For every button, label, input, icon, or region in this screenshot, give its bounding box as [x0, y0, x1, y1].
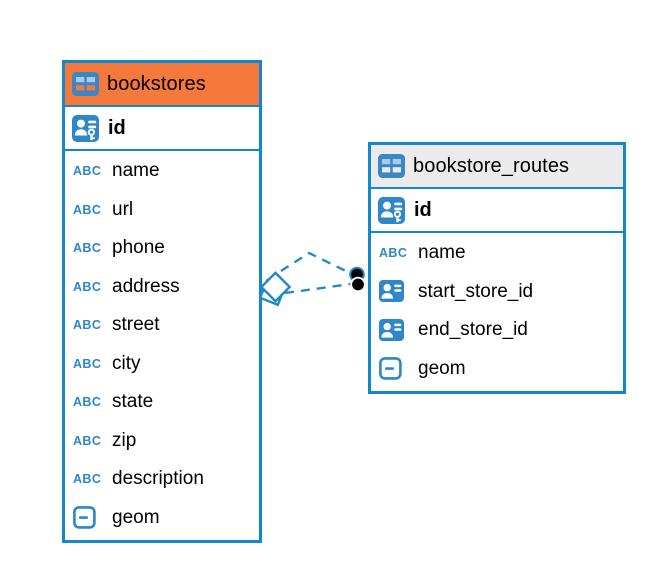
table-bookstores[interactable]: bookstores id ABC name	[62, 60, 262, 543]
column-name: phone	[112, 237, 165, 259]
foreign-key-user-icon	[379, 280, 409, 303]
column-row[interactable]: ABC address	[65, 267, 259, 306]
column-name: start_store_id	[418, 280, 534, 302]
primary-key-user-icon	[72, 114, 99, 142]
column-name: url	[112, 198, 134, 220]
text-type-icon: ABC	[73, 279, 102, 295]
column-name: address	[112, 275, 180, 297]
table-bookstore-routes[interactable]: bookstore_routes id ABC name	[368, 142, 626, 394]
column-row[interactable]: start_store_id	[371, 272, 623, 311]
column-row[interactable]: ABC url	[65, 190, 259, 229]
column-name: id	[108, 116, 126, 139]
column-name: city	[112, 352, 141, 374]
column-name: name	[112, 160, 160, 182]
column-row[interactable]: geom	[371, 349, 623, 388]
table-bookstore-routes-header[interactable]: bookstore_routes	[371, 145, 623, 189]
table-icon	[72, 72, 99, 96]
column-row[interactable]: ABC zip	[65, 421, 259, 460]
text-type-icon: ABC	[379, 245, 408, 261]
column-row-pk[interactable]: id	[65, 107, 259, 151]
column-name: end_store_id	[418, 319, 528, 341]
column-list: ABC name ABC url ABC phone ABC address A…	[65, 151, 259, 540]
foreign-key-user-icon	[379, 318, 409, 342]
column-row[interactable]: ABC name	[371, 234, 623, 273]
text-type-icon: ABC	[73, 356, 102, 372]
column-name: description	[112, 468, 204, 490]
text-type-icon: ABC	[73, 471, 102, 487]
text-type-icon: ABC	[73, 163, 102, 179]
column-name: geom	[112, 506, 160, 528]
text-type-icon: ABC	[73, 240, 102, 256]
column-row[interactable]: ABC state	[65, 383, 259, 422]
table-name: bookstore_routes	[413, 154, 570, 177]
geometry-type-icon	[73, 506, 103, 529]
text-type-icon: ABC	[73, 433, 102, 449]
table-bookstores-header[interactable]: bookstores	[65, 63, 259, 107]
column-name: zip	[112, 429, 137, 451]
column-row[interactable]: ABC city	[65, 344, 259, 383]
primary-key-user-icon	[378, 196, 405, 224]
text-type-icon: ABC	[73, 394, 102, 410]
text-type-icon: ABC	[73, 202, 102, 218]
column-row[interactable]: ABC phone	[65, 229, 259, 268]
column-row[interactable]: ABC street	[65, 306, 259, 345]
column-row[interactable]: end_store_id	[371, 311, 623, 350]
table-name: bookstores	[107, 72, 206, 95]
column-row[interactable]: geom	[65, 498, 259, 537]
column-name: geom	[418, 357, 466, 379]
column-row[interactable]: ABC description	[65, 460, 259, 499]
relationship-link-start-store[interactable]	[280, 251, 353, 276]
column-name: state	[112, 391, 154, 413]
relationship-target-handle[interactable]	[349, 266, 366, 293]
column-name: id	[414, 198, 432, 221]
column-name: name	[418, 242, 466, 264]
table-icon	[378, 154, 405, 178]
column-row[interactable]: ABC name	[65, 152, 259, 191]
column-list: ABC name start_store_id	[371, 233, 623, 391]
text-type-icon: ABC	[73, 317, 102, 333]
relationship-source-handle[interactable]	[258, 271, 292, 307]
column-row-pk[interactable]: id	[371, 189, 623, 233]
geometry-type-icon	[379, 357, 409, 380]
relationship-link-end-store[interactable]	[284, 282, 352, 295]
column-name: street	[112, 314, 160, 336]
